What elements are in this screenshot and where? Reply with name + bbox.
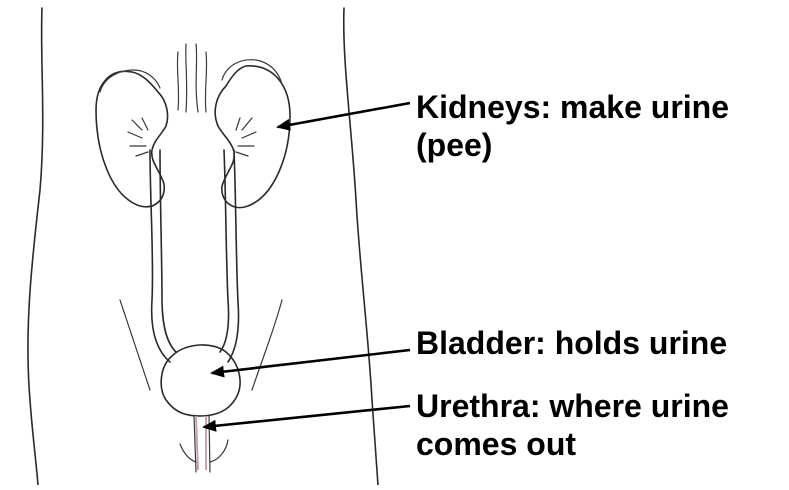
pelvic-curve-left	[180, 444, 196, 462]
kidneys-arrow	[278, 103, 410, 127]
right-ureter-inner	[228, 150, 239, 362]
right-kidney	[215, 66, 290, 208]
bladder-label: Bladder: holds urine	[416, 324, 727, 362]
central-vessel-4	[205, 52, 206, 112]
central-vessel-2	[186, 44, 187, 112]
groin-right	[252, 300, 282, 390]
central-vessel-1	[177, 52, 178, 110]
urethra-label-line1: Urethra: where urine	[416, 387, 729, 425]
kidneys-label: Kidneys: make urine (pee)	[416, 88, 729, 164]
kidneys-label-line2: (pee)	[416, 126, 729, 164]
bladder-label-text: Bladder: holds urine	[416, 324, 727, 362]
urethra-label-line2: comes out	[416, 425, 729, 463]
right-adrenal	[222, 60, 282, 84]
kidneys-label-line1: Kidneys: make urine	[416, 88, 729, 126]
urethra-arrow	[204, 406, 410, 427]
urethra-label: Urethra: where urine comes out	[416, 387, 729, 463]
left-kidney-calyces	[128, 118, 148, 156]
left-adrenal	[100, 70, 160, 92]
bladder-arrow	[212, 350, 410, 373]
torso-left-outline	[28, 8, 43, 485]
right-kidney-calyces	[236, 118, 256, 156]
central-vessel-3	[196, 44, 198, 112]
left-kidney	[96, 71, 168, 206]
bladder	[161, 345, 240, 416]
right-ureter-outer	[220, 150, 229, 352]
urethra	[196, 416, 206, 470]
groin-left	[120, 300, 150, 390]
pelvic-curve-right	[210, 440, 228, 462]
